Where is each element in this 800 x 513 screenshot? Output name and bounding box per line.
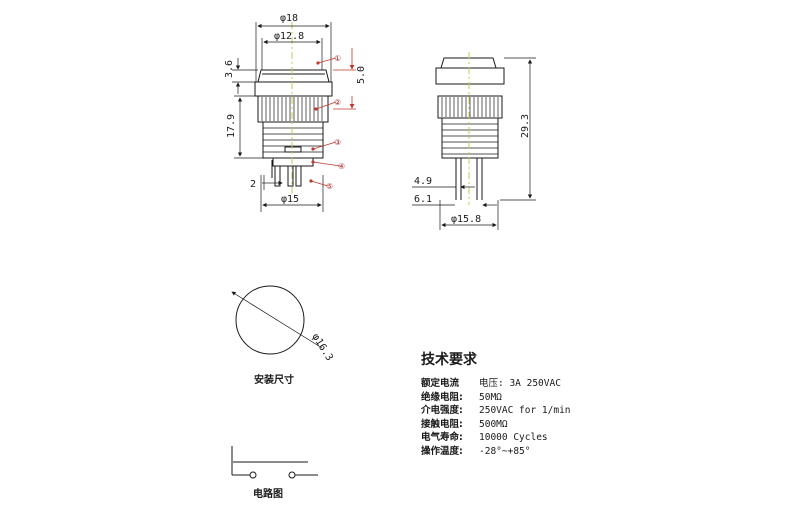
spec-table: 技术要求 额定电流 电压: 3A 250VAC 绝缘电阻: 50MΩ 介电强度: 25… [421, 349, 681, 459]
spec-value: 500MΩ [479, 418, 508, 430]
dim-29-3: 29.3 [520, 114, 531, 138]
spec-title: 技术要求 [421, 352, 477, 368]
dim-3-6: 3.6 [224, 60, 235, 78]
spec-value: 电压: 3A 250VAC [479, 378, 561, 389]
dim-d15-8: φ15.8 [451, 214, 481, 225]
spec-value: 10000 Cycles [479, 432, 548, 444]
spec-label: 额定电流 [421, 378, 460, 389]
front-dimensions [232, 22, 332, 212]
callout-1: ① [334, 54, 341, 63]
spec-label: 绝缘电阻: [421, 391, 463, 403]
spec-row: 介电强度: 250VAC for 1/min [421, 404, 681, 418]
dim-17-9: 17.9 [226, 114, 237, 138]
callout-4: ④ [338, 162, 345, 171]
dim-d18: φ18 [280, 13, 298, 24]
callout-2: ② [334, 98, 341, 107]
dim-d12-8: φ12.8 [274, 31, 304, 42]
spec-row: 操作温度: -28°~+85° [421, 445, 681, 459]
callout-3: ③ [334, 138, 341, 147]
front-view [254, 69, 333, 187]
spec-label: 操作温度: [421, 445, 463, 457]
dim-4-9: 4.9 [414, 176, 432, 187]
spec-row: 额定电流 电压: 3A 250VAC [421, 377, 681, 391]
callout-leaders [310, 48, 356, 187]
side-view [435, 57, 505, 200]
dim-d16-3: φ16.3 [309, 332, 334, 363]
dim-d15: φ15 [281, 194, 299, 205]
spec-label: 介电强度: [421, 405, 463, 417]
side-dimensions [412, 57, 536, 230]
mounting-hole [231, 285, 323, 355]
spec-value: 250VAC for 1/min [479, 405, 571, 417]
dim-6-1: 6.1 [414, 194, 432, 205]
spec-row: 电气寿命: 10000 Cycles [421, 431, 681, 445]
spec-value: -28°~+85° [479, 445, 531, 457]
dim-5-0: 5.0 [356, 66, 367, 84]
circuit-diagram [231, 446, 318, 479]
mounting-caption: 安装尺寸 [254, 373, 294, 386]
spec-label: 接触电阻: [421, 418, 463, 430]
spec-label: 电气寿命: [421, 432, 463, 444]
spec-value: 50MΩ [479, 391, 502, 403]
dim-2: 2 [250, 179, 256, 190]
callout-5: ⑤ [326, 182, 333, 191]
spec-row: 接触电阻: 500MΩ [421, 418, 681, 432]
circuit-caption: 电路图 [253, 487, 283, 500]
spec-row: 绝缘电阻: 50MΩ [421, 391, 681, 405]
